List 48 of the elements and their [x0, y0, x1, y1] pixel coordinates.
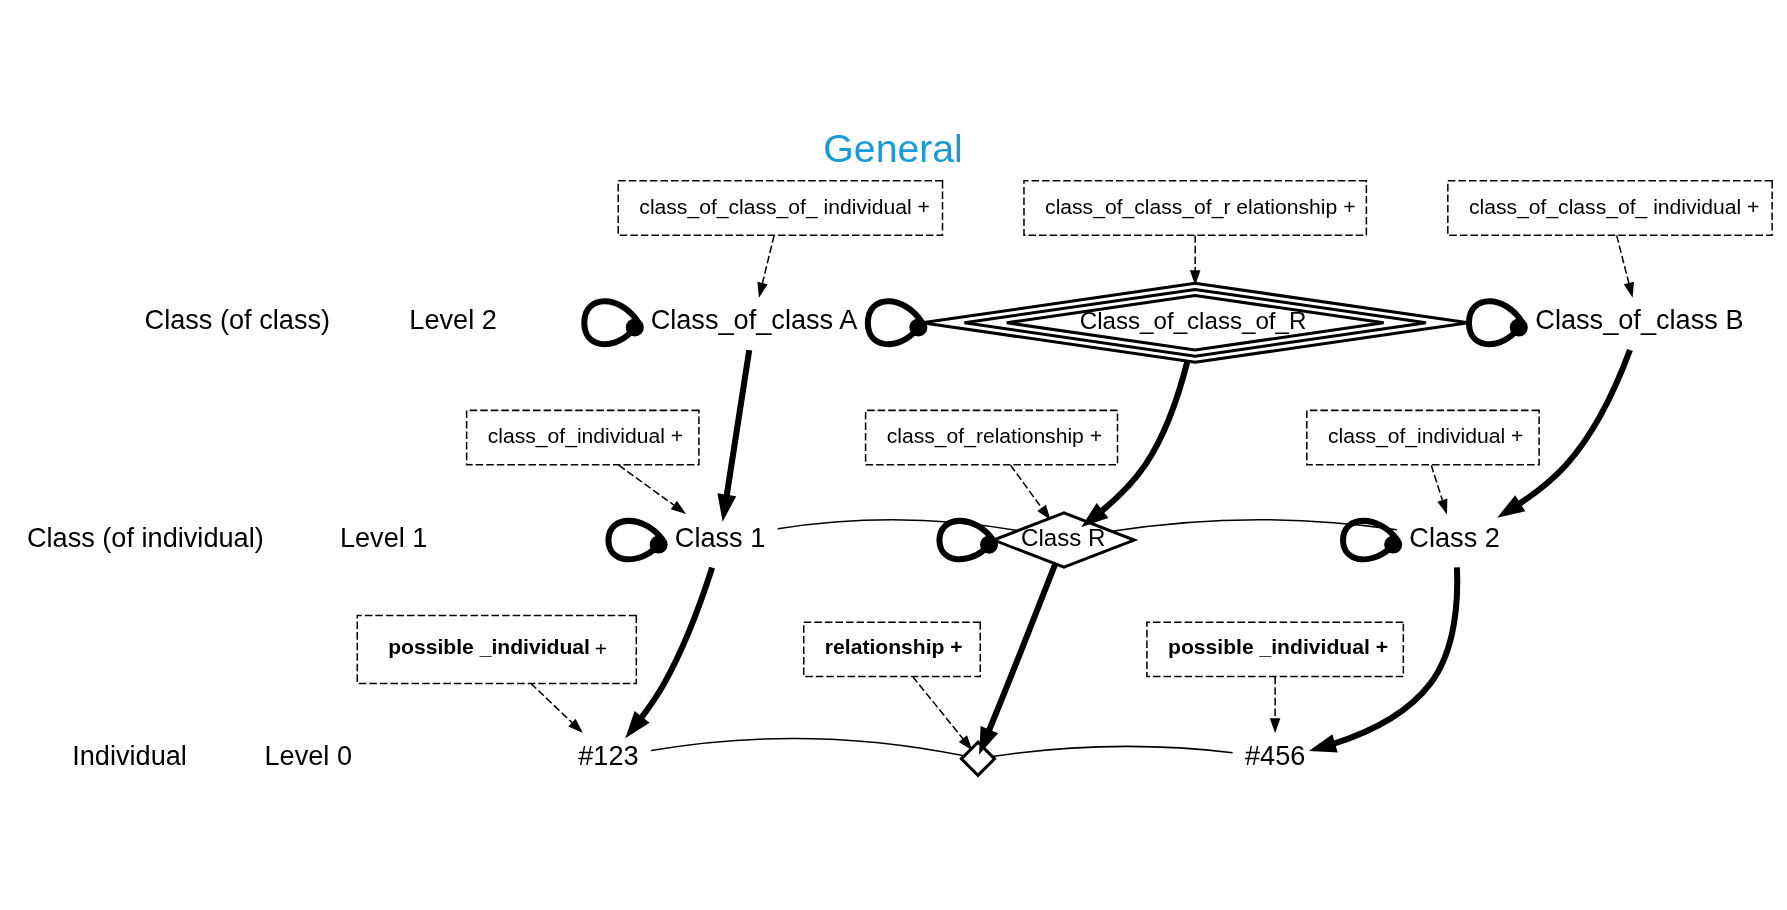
arrow — [979, 562, 1058, 755]
node-diamond — [959, 739, 997, 778]
node-box: class_of_class_of_ individual + — [617, 179, 944, 236]
node-text: #123 — [578, 739, 639, 771]
connector — [864, 297, 928, 347]
arrow — [1308, 566, 1461, 753]
node-box: class_of_individual + — [465, 409, 700, 465]
node-text: Class 1 — [674, 521, 766, 553]
node-box: class_of_relationship + — [864, 409, 1119, 465]
arrow — [530, 682, 583, 733]
node-box: class_of_individual + — [1306, 409, 1540, 465]
label: Class (of individual) — [26, 521, 264, 553]
arrow — [912, 675, 973, 750]
arrow — [757, 234, 775, 298]
connector — [650, 737, 965, 757]
connector — [1340, 517, 1403, 562]
arrow — [717, 349, 753, 522]
node-box: class_of_class_of_ individual + — [1447, 179, 1773, 236]
node-box: class_of_class_of_r elationship + — [1023, 179, 1368, 236]
arrow — [625, 566, 715, 738]
label: Individual — [72, 739, 187, 771]
arrow — [1615, 234, 1634, 298]
connector — [1465, 297, 1528, 347]
arrow — [1081, 359, 1191, 527]
node-text: #456 — [1244, 739, 1306, 771]
arrow — [1269, 675, 1281, 733]
node-text: Class 2 — [1409, 521, 1500, 553]
arrow — [1430, 463, 1448, 514]
connector — [936, 517, 999, 562]
arrow — [1497, 348, 1633, 518]
connector — [605, 517, 668, 562]
node-box: relationship + — [803, 621, 981, 677]
arrow — [618, 463, 687, 514]
arrow — [1009, 463, 1051, 520]
connector — [991, 745, 1234, 757]
connector — [581, 297, 644, 347]
label: Level 1 — [339, 521, 428, 553]
connector — [777, 518, 1019, 531]
arrow — [1189, 234, 1201, 285]
node-text: Class_of_class B — [1535, 303, 1744, 335]
label: Level 0 — [264, 739, 353, 771]
node-box: possible _individual + — [356, 614, 638, 684]
label: Class (of class) — [144, 303, 331, 335]
connector — [1110, 518, 1398, 532]
node-box: possible _individual + — [1146, 621, 1405, 677]
diagram-title: General — [823, 126, 963, 170]
node-text: Class_of_class A — [650, 303, 858, 335]
label: Level 2 — [409, 303, 497, 335]
